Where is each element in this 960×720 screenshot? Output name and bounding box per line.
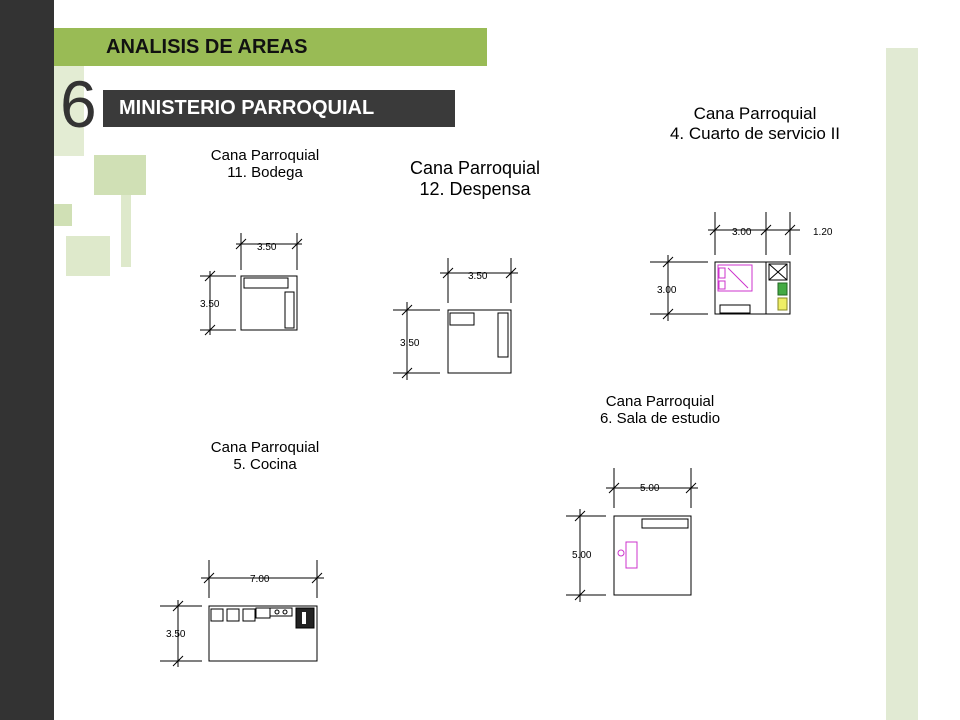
room-project: Cana Parroquial bbox=[210, 147, 320, 164]
bookshelf bbox=[641, 518, 689, 529]
page-title: ANALISIS DE AREAS bbox=[54, 28, 487, 66]
plan-cuarto-servicio bbox=[650, 212, 800, 321]
room-project: Cana Parroquial bbox=[210, 439, 320, 456]
plan-cocina bbox=[160, 560, 324, 667]
chair bbox=[617, 549, 625, 557]
dim-label: 3.50 bbox=[166, 629, 186, 640]
cabinet bbox=[242, 608, 256, 622]
room-title-sala-estudio: Cana Parroquial 6. Sala de estudio bbox=[560, 393, 760, 428]
plan-sala-estudio bbox=[566, 468, 698, 602]
dim-label: 3.50 bbox=[468, 271, 488, 282]
cabinet bbox=[226, 608, 240, 622]
room-project: Cana Parroquial bbox=[409, 158, 541, 178]
decorative-square bbox=[121, 172, 131, 267]
cabinet bbox=[210, 608, 224, 622]
shower bbox=[768, 263, 788, 281]
room-title-cuarto-servicio: Cana Parroquial 4. Cuarto de servicio II bbox=[630, 104, 880, 143]
room-project: Cana Parroquial bbox=[605, 393, 715, 410]
decorative-square bbox=[54, 204, 72, 226]
room-project: Cana Parroquial bbox=[693, 104, 817, 123]
plan-despensa bbox=[393, 258, 518, 380]
room-outline bbox=[447, 309, 512, 374]
plan-bodega bbox=[200, 233, 303, 336]
room-outline bbox=[240, 275, 298, 331]
dim-label: 3.00 bbox=[657, 285, 677, 296]
dim-label: 3.50 bbox=[400, 338, 420, 349]
wardrobe bbox=[719, 304, 751, 314]
counter bbox=[255, 607, 271, 619]
decorative-square bbox=[94, 155, 146, 195]
room-name: 6. Sala de estudio bbox=[599, 410, 721, 428]
decorative-square bbox=[66, 236, 110, 276]
room-title-despensa: Cana Parroquial 12. Despensa bbox=[385, 158, 565, 199]
room-outline bbox=[613, 515, 692, 596]
shelf bbox=[284, 291, 295, 329]
shelf bbox=[449, 312, 475, 326]
room-outline bbox=[208, 605, 318, 662]
room-outline bbox=[714, 261, 791, 315]
room-name: 4. Cuarto de servicio II bbox=[669, 123, 841, 143]
room-title-cocina: Cana Parroquial 5. Cocina bbox=[180, 439, 350, 474]
dim-label: 3.50 bbox=[200, 299, 220, 310]
room-name: 5. Cocina bbox=[233, 456, 297, 474]
dim-label: 3.00 bbox=[732, 227, 752, 238]
dim-label: 5.00 bbox=[572, 550, 592, 561]
dim-label: 1.20 bbox=[813, 227, 833, 238]
desk bbox=[625, 541, 638, 569]
right-decorative-strip bbox=[886, 48, 918, 720]
decorative-square bbox=[54, 66, 84, 156]
left-sidebar-bar bbox=[0, 0, 54, 720]
toilet bbox=[777, 282, 788, 296]
pillow bbox=[718, 267, 726, 279]
section-subtitle: MINISTERIO PARROQUIAL bbox=[103, 90, 455, 127]
shelf bbox=[497, 312, 509, 358]
room-title-bodega: Cana Parroquial 11. Bodega bbox=[180, 147, 350, 182]
dim-label: 7.00 bbox=[250, 574, 270, 585]
section-number: 6 bbox=[60, 67, 97, 141]
shelf bbox=[243, 277, 289, 289]
dim-label: 5.00 bbox=[640, 483, 660, 494]
sink bbox=[269, 607, 293, 617]
room-name: 11. Bodega bbox=[227, 164, 303, 182]
sink bbox=[777, 297, 788, 311]
room-name: 12. Despensa bbox=[419, 178, 531, 199]
dim-label: 3.50 bbox=[257, 242, 277, 253]
bed bbox=[717, 264, 753, 292]
